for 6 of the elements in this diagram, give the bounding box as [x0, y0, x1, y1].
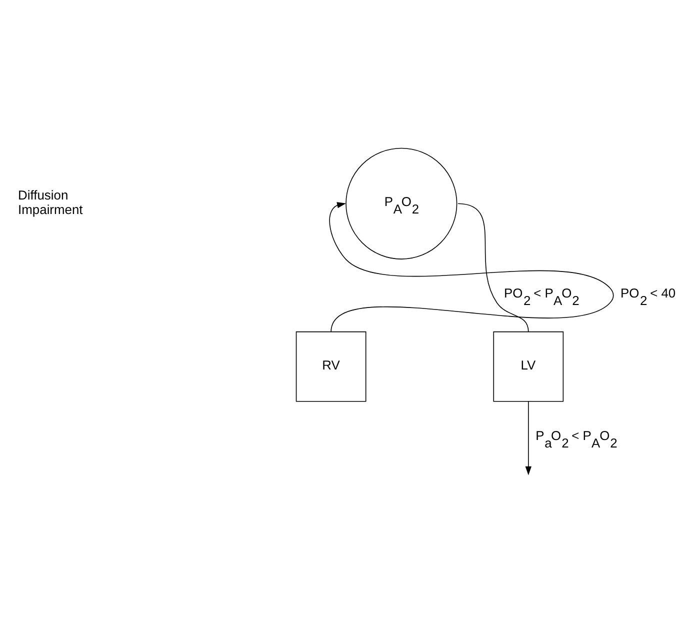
- label: Diffusion Impairment: [18, 186, 83, 216]
- node-box: LV: [493, 330, 564, 402]
- arrow: [329, 202, 614, 332]
- arrow: [525, 400, 532, 475]
- node-box: RV: [296, 330, 366, 402]
- connector: [458, 202, 529, 332]
